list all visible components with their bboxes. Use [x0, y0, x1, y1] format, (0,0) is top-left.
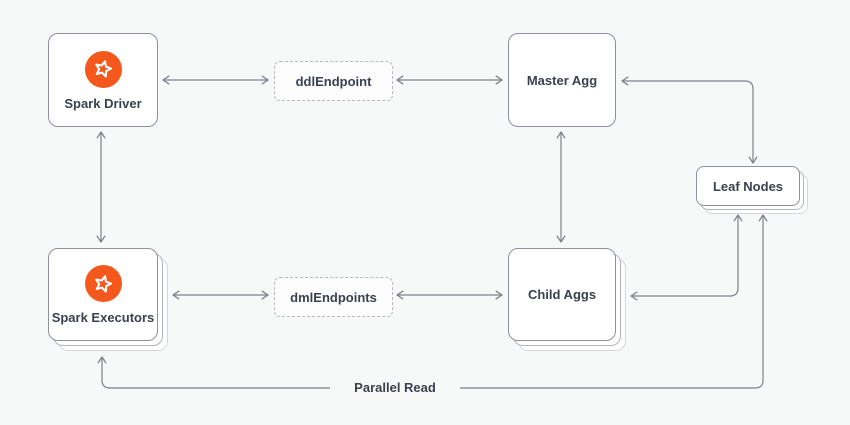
node-label: Leaf Nodes: [712, 178, 784, 194]
node-ddl-endpoint: ddlEndpoint: [274, 61, 393, 101]
node-spark-executors: Spark Executors: [48, 248, 168, 351]
node-label: Spark Driver: [64, 95, 142, 111]
arrow-masteragg-leafnodes: [621, 76, 758, 164]
spark-star-icon: [84, 50, 122, 88]
node-label: dmlEndpoints: [290, 289, 377, 305]
spark-star-icon: [84, 265, 122, 302]
node-child-aggs: Child Aggs: [508, 248, 626, 351]
arrow-childaggs-leafnodes: [630, 214, 743, 301]
node-label: Master Agg: [526, 72, 598, 88]
node-dml-endpoints: dmlEndpoints: [274, 277, 393, 317]
node-label: ddlEndpoint: [295, 73, 372, 89]
node-master-agg: Master Agg: [508, 33, 616, 127]
node-leaf-nodes: Leaf Nodes: [696, 166, 808, 214]
node-spark-driver: Spark Driver: [48, 33, 158, 127]
node-label: Child Aggs: [527, 287, 597, 302]
node-label: Spark Executors: [51, 310, 155, 325]
parallel-read-label: Parallel Read: [330, 380, 460, 396]
arrow-parallel-read-left: [97, 356, 352, 389]
